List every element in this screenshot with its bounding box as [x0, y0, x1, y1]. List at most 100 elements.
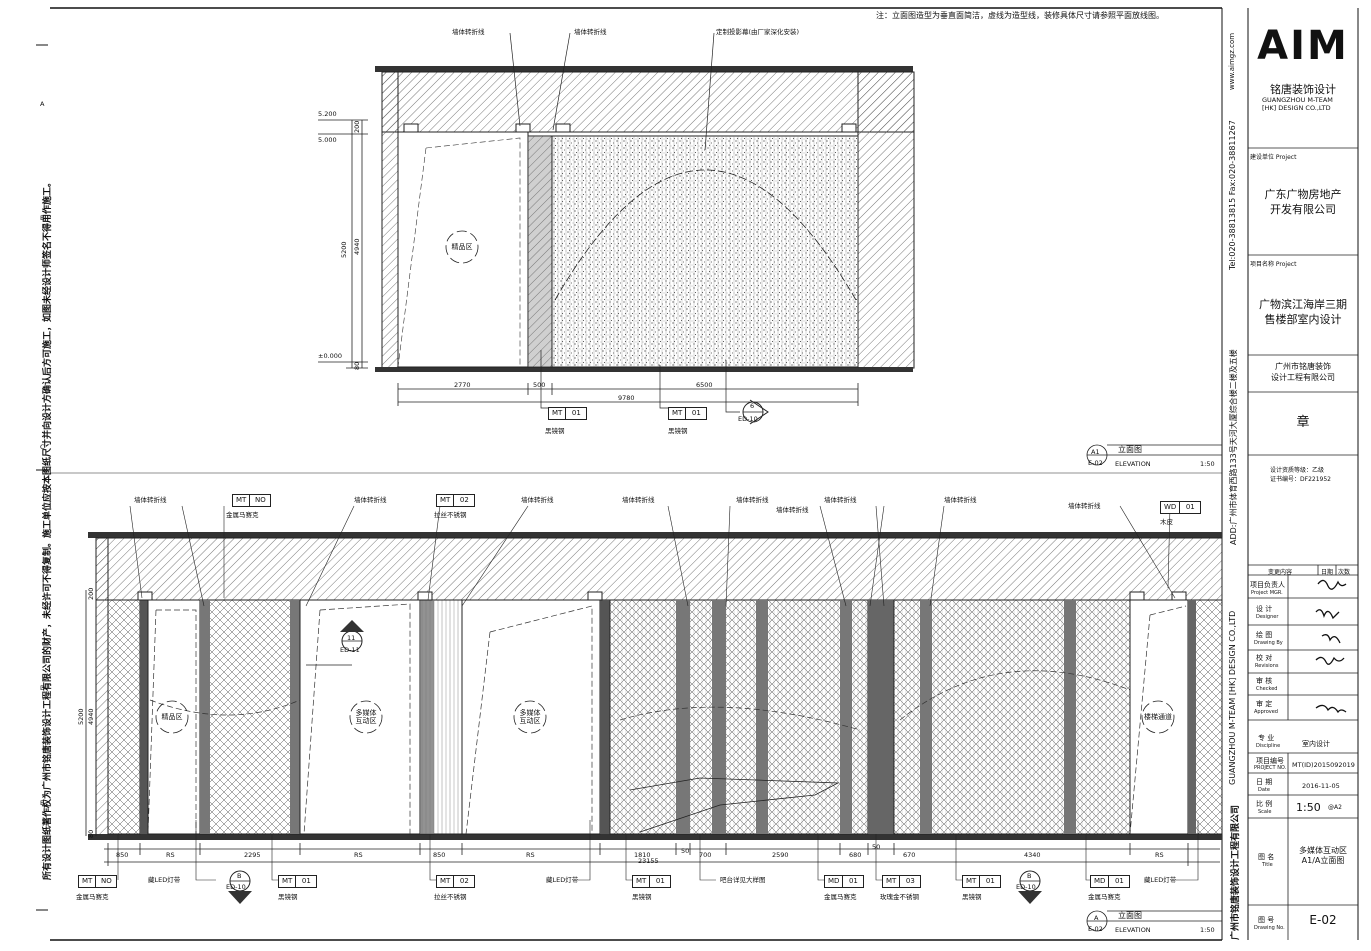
left-tick-b: B: [40, 214, 45, 222]
elev-a1-id: A1: [1091, 448, 1100, 456]
tag-b-4-name: 黑镜钢: [632, 893, 652, 901]
vdim-200: 200: [353, 120, 361, 133]
drawing-no-en: Drawing No.: [1254, 925, 1285, 931]
b-dim-12: 670: [903, 851, 916, 859]
b-dim-8: 700: [699, 851, 712, 859]
b-vdim-80: 80: [87, 829, 95, 838]
section-11-ref: ED-11: [340, 646, 360, 654]
b-dim-5: RS: [526, 851, 535, 859]
staff-role-5: 审 核: [1256, 677, 1273, 685]
callout-projection-screen: 定制投影幕(由厂家深化安装): [716, 28, 800, 36]
section-6-ref: ED-10: [738, 415, 758, 423]
rev-header-date: 日期: [1321, 569, 1334, 576]
level-zero: ±0.000: [318, 352, 343, 360]
staff-role-3: 绘 图: [1256, 631, 1273, 639]
company-name-en2: [HK] DESIGN CO.,LTD: [1262, 104, 1331, 112]
tag-b-1-name: 金属马赛克: [76, 893, 109, 901]
staff-en-5: Checked: [1256, 686, 1278, 692]
staff-en-4: Revisions: [1255, 663, 1279, 669]
staff-en-2: Designer: [1256, 614, 1279, 620]
scale-label: 比 例: [1256, 800, 1273, 808]
b-dim-13: 4340: [1024, 851, 1041, 859]
company-logo: AIM: [1257, 23, 1349, 69]
tag-b-2-name: 黑镜钢: [278, 893, 298, 901]
tag-top-wd01-name: 木皮: [1160, 518, 1173, 526]
b-dim-14: RS: [1155, 851, 1164, 859]
elev-a1-title: 立面图: [1118, 445, 1142, 454]
left-tick-c: C: [40, 443, 45, 451]
cert-no: 证书编号：DF221952: [1270, 476, 1331, 483]
left-tick-a: A: [40, 100, 45, 108]
b-dim-0: 850: [116, 851, 129, 859]
project-no-en: PROJECT NO.: [1254, 765, 1287, 771]
general-note: 注：立面图造型为垂直面简洁，虚线为造型线，装修具体尺寸请参照平面放线图。: [876, 11, 1164, 20]
title-en: Title: [1262, 862, 1273, 868]
date-label: 日 期: [1256, 778, 1273, 786]
vdim-80: 80: [353, 361, 361, 370]
staff-role-6: 审 定: [1256, 700, 1273, 708]
scale-en: Scale: [1258, 809, 1272, 815]
callout-wall-break-2: 墙体转折线: [574, 28, 607, 36]
copyright-notice: 所有设计图纸著作权为广州市铭唐装饰设计工程有限公司的财产，未经许可不得复制。施工…: [43, 177, 53, 880]
drawing-title: 多媒体互动区 A1/A立面图: [1299, 846, 1347, 866]
company-name-cn: 铭唐装饰设计: [1270, 83, 1336, 96]
led-note-1: 藏LED灯带: [148, 876, 181, 884]
b-dim-7: 50: [681, 847, 690, 855]
callout-b-1: 墙体转折线: [134, 496, 167, 504]
tag-top-mtno-name: 金属马赛克: [226, 511, 259, 519]
callout-b-3: 墙体转折线: [521, 496, 554, 504]
section-b-right-no: B: [1027, 872, 1032, 880]
cert-grade: 设计资质等级：乙级: [1270, 467, 1325, 474]
callout-b-4: 墙体转折线: [622, 496, 655, 504]
staff-en-6: Approved: [1254, 709, 1278, 715]
side-contact: Tel:020-38813815 Fax:020-38811267: [1228, 120, 1237, 270]
dim-2770: 2770: [454, 381, 471, 389]
discipline-en: Discipline: [1256, 743, 1281, 749]
elev-a-sheet: E-02: [1088, 925, 1103, 933]
callout-b-6: 墙体转折线: [776, 506, 809, 514]
side-address: ADD:广州市体育西路133号天河大厦综合楼二楼及五楼: [1229, 349, 1238, 545]
callout-b-2: 墙体转折线: [354, 496, 387, 504]
date-en: Date: [1258, 787, 1270, 793]
b-dim-9: 2590: [772, 851, 789, 859]
rev-header-content: 变更内容: [1268, 569, 1293, 576]
led-note-3: 藏LED灯带: [1144, 876, 1177, 884]
section-marker-11: [306, 620, 364, 666]
b-dim-4: 850: [433, 851, 446, 859]
bar-detail-note: 吧台详见大样图: [720, 876, 766, 884]
staff-role-1: 项目负责人: [1250, 581, 1285, 589]
left-tick-e: E: [40, 799, 45, 807]
b-dim-10: 680: [849, 851, 862, 859]
website: www.aimgz.com: [1228, 32, 1236, 90]
room-boutique: 精品区: [451, 243, 473, 251]
project-no-value: MT(ID)2015092019: [1292, 761, 1355, 769]
callout-wall-break-1: 墙体转折线: [452, 28, 485, 36]
project-no-label: 项目编号: [1256, 757, 1284, 765]
b-dim-6: 1810: [634, 851, 651, 859]
elev-a-title: 立面图: [1118, 911, 1142, 920]
section-b-right-ref: ED-10: [1016, 883, 1036, 891]
client-label: 建设单位 Project: [1250, 154, 1297, 161]
b-dim-1: RS: [166, 851, 175, 859]
material-name-b: 黑镜钢: [668, 427, 688, 435]
drawing-number: E-02: [1309, 913, 1337, 927]
company-name-en1: GUANGZHOU M-TEAM: [1262, 96, 1333, 104]
room-b-stair: 楼梯通道: [1144, 713, 1172, 721]
staff-en-1: Project MGR.: [1251, 590, 1283, 596]
section-marker-b-left: [228, 870, 252, 904]
title-label: 图 名: [1258, 853, 1275, 861]
b-vdim-4940: 4940: [87, 708, 95, 725]
staff-en-3: Drawing By: [1254, 640, 1283, 646]
tag-b-6-name: 玫瑰金不锈钢: [880, 893, 919, 901]
date-value: 2016-11-05: [1302, 782, 1340, 790]
